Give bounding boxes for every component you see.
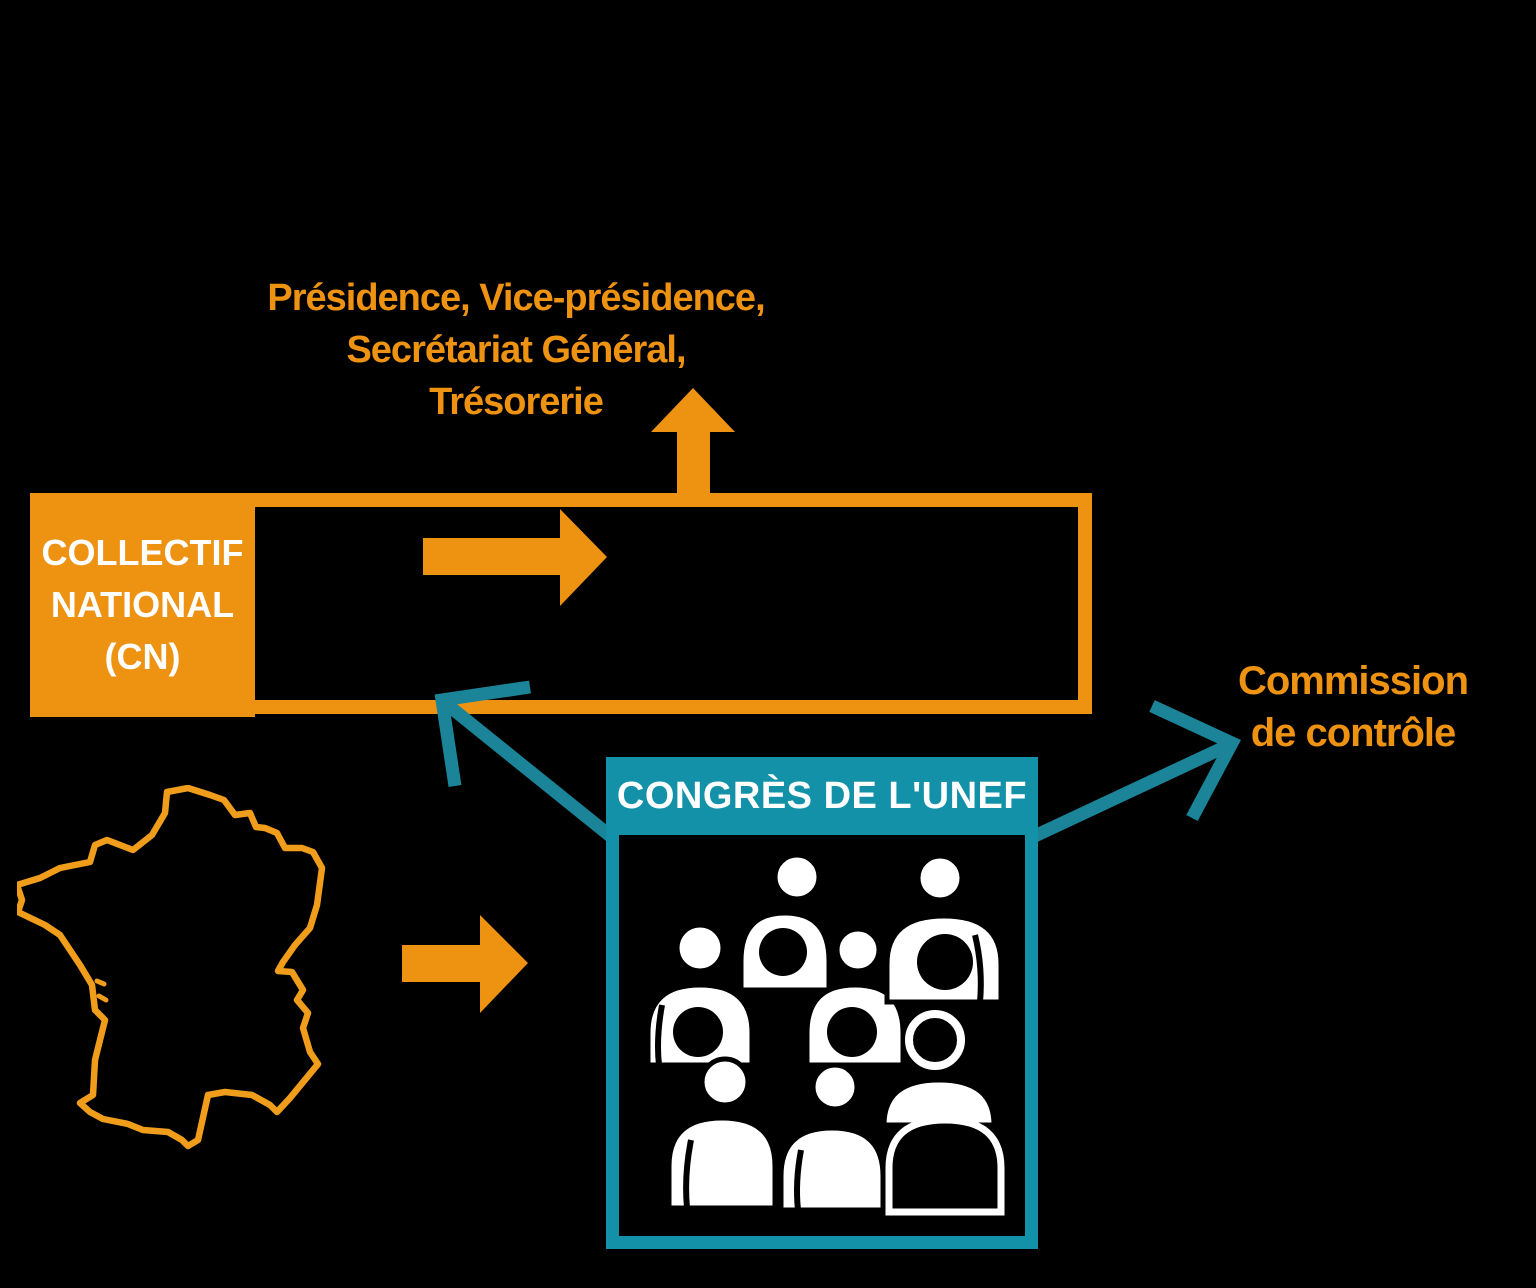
france-map-outline-icon [17,785,326,1150]
orange-arrow-right-icon [402,915,528,1013]
teal-arrow-up-right-icon [1002,700,1241,856]
commission-label-line1: Commission [1237,659,1469,703]
cn-box-line3: (CN) [104,636,181,677]
cn-box-line2: NATIONAL [50,584,235,625]
congress-box: CONGRÈS DE L'UNEF [606,757,1038,1249]
executive-label: Présidence, Vice-présidence, Secrétariat… [256,272,776,428]
commission-label: Commission de contrôle [1212,655,1494,759]
congress-box-title: CONGRÈS DE L'UNEF [616,774,1028,817]
commission-label-line2: de contrôle [1250,711,1457,755]
congress-box-header: CONGRÈS DE L'UNEF [606,757,1038,835]
collectif-national-label-box: COLLECTIF NATIONAL (CN) [30,493,255,717]
executive-label-line1: Présidence, Vice-présidence, [267,277,765,319]
crowd-of-people-icon [645,852,1005,1216]
cn-box-line1: COLLECTIF [41,532,244,573]
executive-label-line2: Secrétariat Général, Trésorerie [346,329,686,423]
